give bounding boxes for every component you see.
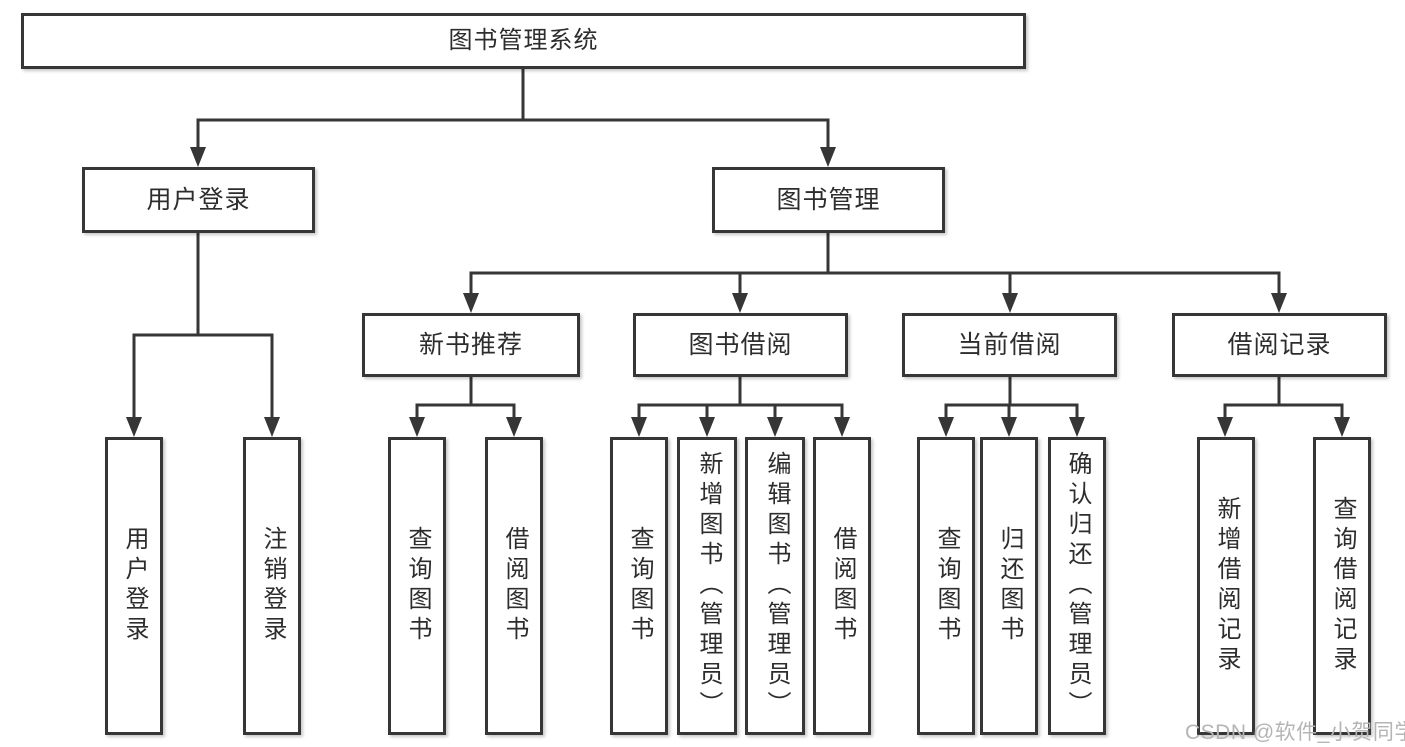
leaf-borrow-add-books-admin: 新增图书（管理员） — [677, 437, 737, 735]
connector-book-mgmt-to-sections — [469, 231, 1281, 298]
leaf-newbook-query-books: 查询图书 — [388, 437, 446, 735]
connector-new-book-to-leaves — [415, 375, 516, 422]
connector-current-to-leaves — [944, 375, 1079, 422]
leaf-borrow-query-books: 查询图书 — [610, 437, 668, 735]
node-new-book-recommend: 新书推荐 — [362, 313, 580, 377]
node-book-management: 图书管理 — [712, 167, 945, 233]
node-current-borrow: 当前借阅 — [902, 313, 1117, 377]
leaf-logout: 注销登录 — [243, 437, 301, 735]
leaf-user-login: 用户登录 — [105, 437, 163, 735]
connector-borrow-to-leaves — [637, 375, 844, 422]
watermark: CSDN @软件_小贺同学 — [1185, 721, 1405, 744]
leaf-borrow-edit-books-admin: 编辑图书（管理员） — [745, 437, 805, 735]
leaf-current-query-books: 查询图书 — [917, 437, 975, 735]
leaf-borrow-borrow-books: 借阅图书 — [813, 437, 871, 735]
connector-user-login-to-leaves — [132, 231, 274, 422]
leaf-current-return-books: 归还图书 — [980, 437, 1038, 735]
connector-root-to-level1 — [196, 67, 830, 152]
node-root: 图书管理系统 — [21, 13, 1026, 69]
node-borrow-records: 借阅记录 — [1172, 313, 1387, 377]
leaf-records-query-record: 查询借阅记录 — [1313, 437, 1371, 735]
arrowheads — [126, 147, 1350, 437]
node-book-borrow: 图书借阅 — [633, 313, 848, 377]
leaf-records-add-record: 新增借阅记录 — [1197, 437, 1255, 735]
node-user-login-branch: 用户登录 — [82, 167, 315, 233]
connector-records-to-leaves — [1223, 375, 1344, 422]
leaf-current-confirm-return-admin: 确认归还（管理员） — [1048, 437, 1106, 735]
leaf-newbook-borrow-books: 借阅图书 — [485, 437, 543, 735]
